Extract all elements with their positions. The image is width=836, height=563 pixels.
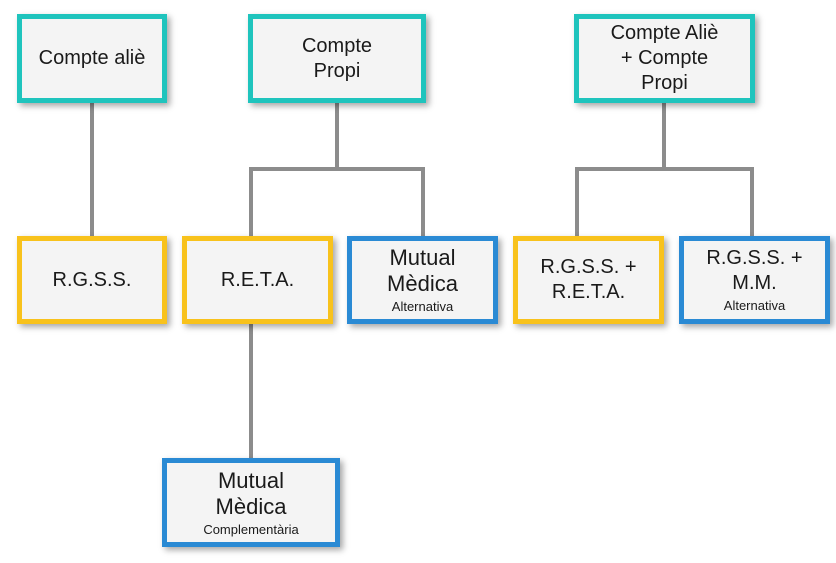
node-rgss-mm-label: R.G.S.S. + M.M. — [706, 247, 803, 294]
node-compte-alie-propi-label: Compte Aliè + Compte Propi — [610, 22, 719, 94]
node-reta: R.E.T.A. — [182, 236, 333, 324]
node-mutual-medica-alternativa-sub: Alternativa — [391, 299, 454, 314]
node-rgss-mm: R.G.S.S. + M.M. Alternativa — [679, 236, 830, 324]
node-mutual-medica-complementaria-sub: Complementària — [203, 521, 299, 537]
node-rgss-label: R.G.S.S. — [52, 268, 132, 291]
node-reta-label: R.E.T.A. — [220, 268, 295, 291]
node-rgss: R.G.S.S. — [17, 236, 167, 324]
node-compte-alie: Compte aliè — [17, 14, 167, 103]
node-mutual-medica-alternativa-label: Mutual Mèdica — [387, 245, 458, 296]
node-mutual-medica-complementaria: Mutual Mèdica Complementària — [162, 458, 340, 547]
node-mutual-medica-complementaria-label: Mutual Mèdica — [215, 467, 287, 519]
node-compte-propi: Compte Propi — [248, 14, 426, 103]
node-rgss-reta-label: R.G.S.S. + R.E.T.A. — [540, 256, 637, 303]
node-rgss-reta: R.G.S.S. + R.E.T.A. — [513, 236, 664, 324]
node-compte-alie-label: Compte aliè — [38, 47, 146, 69]
node-compte-alie-propi: Compte Aliè + Compte Propi — [574, 14, 755, 103]
node-rgss-mm-sub: Alternativa — [723, 298, 786, 313]
node-compte-propi-label: Compte Propi — [301, 34, 373, 82]
node-mutual-medica-alternativa: Mutual Mèdica Alternativa — [347, 236, 498, 324]
